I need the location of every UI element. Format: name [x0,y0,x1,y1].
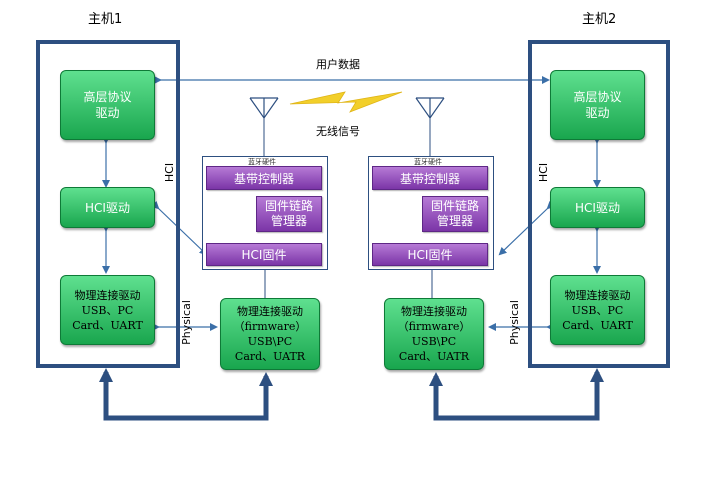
host1-hci-diagonal-arrow [150,200,208,256]
chip1-firmware-link-manager: 固件链路管理器 [256,196,322,232]
host1-title: 主机1 [88,12,123,27]
host1-physical-link [103,380,269,421]
chip2-title: 蓝牙硬件 [414,158,442,166]
host2-title: 主机2 [582,12,617,27]
host2-frame [528,40,670,368]
chip2-hci-firmware: HCI固件 [372,243,488,266]
host2-hci-driver: HCI驱动 [550,187,645,228]
host2-high-layer-driver: 高层协议驱动 [550,70,645,140]
chip1-title: 蓝牙硬件 [248,158,276,166]
chip2-firmware-link-manager: 固件链路管理器 [422,196,488,232]
host1-hci-driver: HCI驱动 [60,187,155,228]
host2-physical-label: Physical [507,300,521,345]
chip1-hci-firmware: HCI固件 [206,243,322,266]
host1-physical-label: Physical [179,300,193,345]
antenna-icon [415,97,445,120]
antenna-icon [249,97,279,120]
host1-hci-label: HCI [163,162,177,183]
host2-physical-link [433,380,600,421]
host1-frame [36,40,180,368]
chip2-baseband-controller: 基带控制器 [372,166,488,190]
host2-hci-diagonal-arrow [498,200,556,256]
host2-hci-label: HCI [537,162,551,183]
user-data-label: 用户数据 [316,58,360,71]
host1-high-layer-driver: 高层协议驱动 [60,70,155,140]
wireless-label: 无线信号 [316,125,360,138]
wireless-signal-icon [289,91,403,113]
chip1-baseband-controller: 基带控制器 [206,166,322,190]
